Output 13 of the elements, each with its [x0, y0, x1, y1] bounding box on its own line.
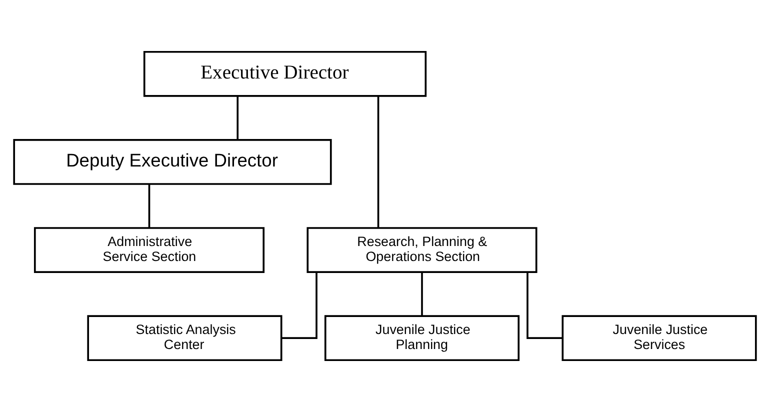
node-box: Deputy Executive Director	[12, 139, 332, 185]
node-box: Administrative Service Section	[33, 227, 264, 273]
node-box: Statistic Analysis Center	[86, 315, 282, 362]
connector	[148, 184, 150, 228]
node-box: Juvenile Justice Services	[561, 315, 756, 362]
node-box: Executive Director	[142, 50, 426, 97]
connector	[236, 96, 238, 140]
node-box: Research, Planning & Operations Section	[306, 227, 537, 273]
connector	[376, 96, 379, 228]
connector	[281, 272, 317, 339]
node-box: Juvenile Justice Planning	[324, 315, 520, 362]
connector	[420, 272, 422, 316]
connector	[526, 272, 562, 339]
